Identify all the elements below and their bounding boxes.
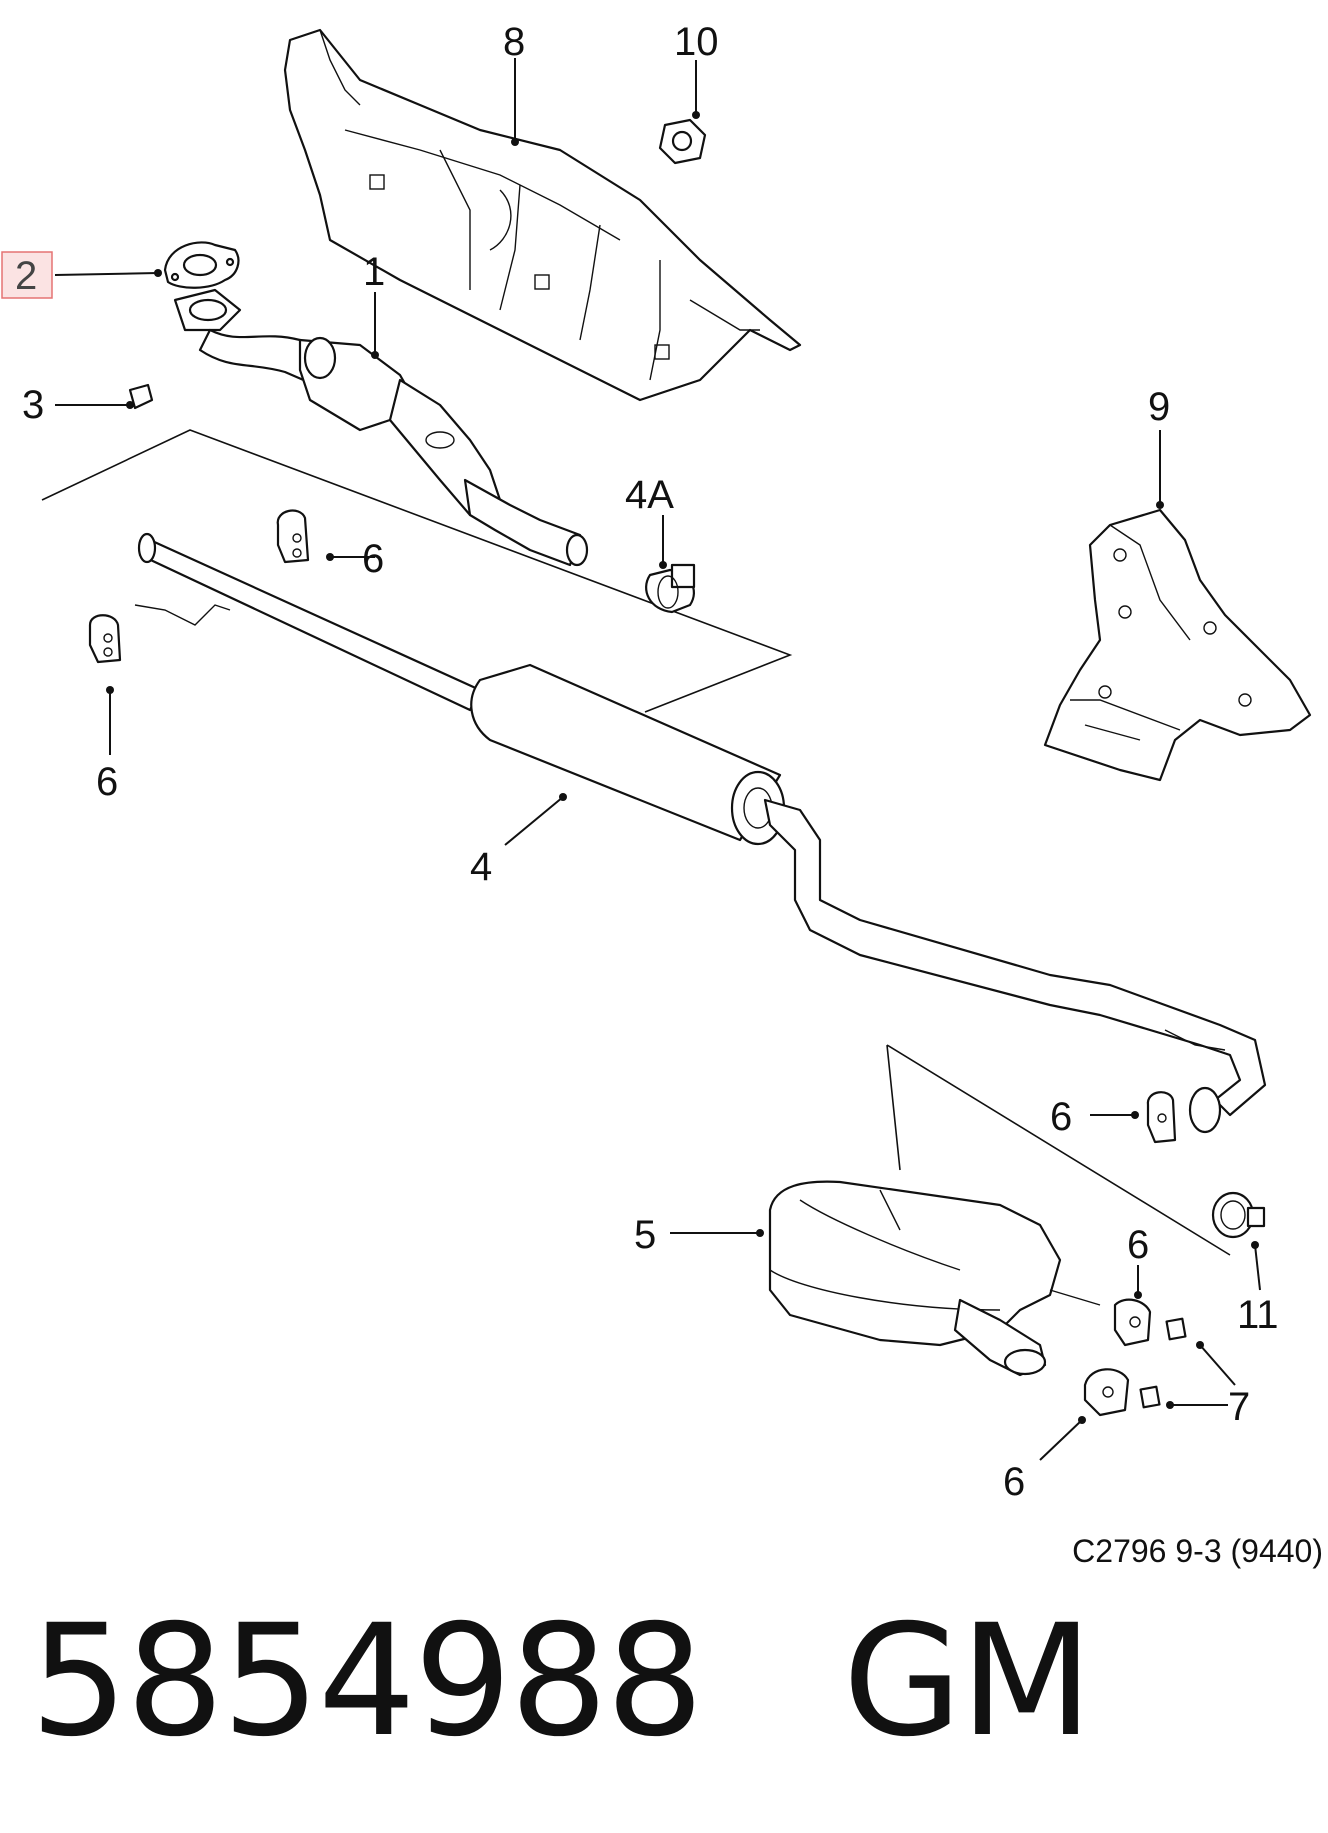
hanger-part-6-a bbox=[276, 509, 310, 564]
nut-part-10 bbox=[658, 118, 707, 165]
callout-6-left: 6 bbox=[96, 760, 118, 804]
leader-lines bbox=[54, 58, 1261, 1461]
callout-6-rear-lower: 6 bbox=[1003, 1460, 1025, 1504]
rear-muffler-part-5 bbox=[768, 1180, 1101, 1377]
callout-11: 11 bbox=[1237, 1293, 1279, 1337]
heat-shield-part-8 bbox=[283, 28, 802, 402]
clamp-part-4a bbox=[645, 563, 696, 614]
clip-part-7 bbox=[1139, 1317, 1187, 1409]
callout-6-rear-middle: 6 bbox=[1127, 1223, 1149, 1267]
callout-4a: 4A bbox=[625, 473, 674, 517]
callout-2: 2 bbox=[15, 254, 37, 298]
callout-6-upper: 6 bbox=[362, 537, 384, 581]
callout-1: 1 bbox=[363, 250, 385, 294]
exhaust-system-diagram: 8 10 2 1 3 4A 6 6 4 9 6 5 6 11 7 6 C2796… bbox=[1, 20, 1323, 1569]
nut-part-3 bbox=[128, 383, 154, 410]
callout-8: 8 bbox=[503, 20, 525, 64]
hanger-part-6-c bbox=[1146, 1091, 1177, 1144]
diagram-reference-code: C2796 9-3 (9440) bbox=[1072, 1533, 1323, 1569]
callout-10: 10 bbox=[674, 20, 719, 64]
assembly-bracket-upper bbox=[41, 429, 793, 713]
callout-5: 5 bbox=[634, 1213, 656, 1257]
hanger-part-6-e bbox=[1083, 1368, 1130, 1417]
callout-7: 7 bbox=[1228, 1385, 1250, 1429]
assembly-bracket-lower bbox=[886, 1044, 1231, 1256]
heat-shield-part-9 bbox=[1043, 508, 1312, 782]
callout-9: 9 bbox=[1148, 385, 1170, 429]
highlight-box-callout-2 bbox=[1, 251, 53, 299]
center-pipe-part-4 bbox=[134, 532, 1267, 1134]
callout-4: 4 bbox=[470, 845, 492, 889]
callout-3: 3 bbox=[22, 383, 44, 427]
clamp-part-11 bbox=[1211, 1191, 1266, 1239]
part-number-footer: 5854988 GM bbox=[30, 1592, 1093, 1771]
hanger-part-6-b bbox=[88, 614, 122, 664]
hanger-part-6-d bbox=[1113, 1298, 1152, 1347]
front-pipe-part-1 bbox=[173, 288, 589, 567]
callout-6-rear-upper: 6 bbox=[1050, 1095, 1072, 1139]
gasket-part-2 bbox=[163, 241, 240, 289]
